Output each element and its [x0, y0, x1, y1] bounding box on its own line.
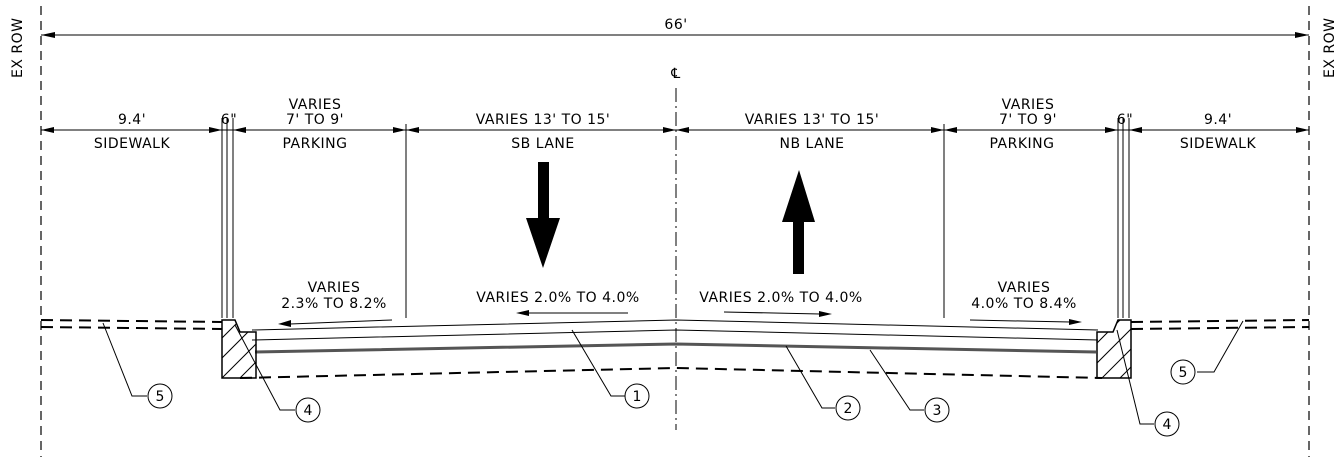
dim-sidewalk-left: 9.4'	[118, 112, 146, 128]
slope-nb-lane: VARIES 2.0% TO 4.0%	[699, 290, 862, 306]
curb-right	[1096, 319, 1132, 379]
dim-parking-right-line2: 7' TO 9'	[999, 112, 1057, 128]
svg-text:4: 4	[1163, 417, 1172, 433]
label-sidewalk-left: SIDEWALK	[94, 136, 171, 152]
svg-text:4: 4	[304, 403, 313, 419]
callout-5-right: 5	[1170, 359, 1196, 385]
callout-leaders	[102, 320, 1244, 425]
slope-parking-right-line2: 4.0% TO 8.4%	[971, 296, 1077, 312]
nb-direction-arrow-icon	[782, 170, 815, 274]
callout-5-left: 5	[147, 383, 173, 409]
slope-parking-left-line2: 2.3% TO 8.2%	[281, 296, 387, 312]
centerline-symbol: ℄	[670, 66, 681, 82]
dim-parking-right-line1: VARIES	[1002, 97, 1055, 113]
section-dimension-line	[41, 118, 1309, 318]
label-sidewalk-right: SIDEWALK	[1180, 136, 1257, 152]
dim-nb-lane: VARIES 13' TO 15'	[745, 112, 880, 128]
slope-parking-right-line1: VARIES	[998, 280, 1051, 296]
dim-curb-right: 6"	[1117, 112, 1133, 128]
row-label-right: EX ROW	[1322, 18, 1338, 78]
callout-2: 2	[835, 395, 861, 421]
dim-parking-left-line1: VARIES	[289, 97, 342, 113]
row-label-left: EX ROW	[10, 18, 26, 78]
svg-text:5: 5	[156, 389, 165, 405]
svg-text:5: 5	[1179, 365, 1188, 381]
svg-text:2: 2	[844, 401, 853, 417]
label-sb-lane: SB LANE	[511, 136, 574, 152]
dim-sidewalk-right: 9.4'	[1204, 112, 1232, 128]
slope-arrows	[278, 310, 1082, 327]
dim-curb-left: 6"	[221, 112, 237, 128]
total-width-label: 66'	[664, 17, 687, 33]
label-nb-lane: NB LANE	[779, 136, 844, 152]
sidewalk-right	[1130, 319, 1310, 330]
callout-1: 1	[624, 383, 650, 409]
callout-3: 3	[924, 397, 950, 423]
dim-sb-lane: VARIES 13' TO 15'	[476, 112, 611, 128]
svg-text:3: 3	[933, 403, 942, 419]
pavement-section	[239, 319, 1103, 379]
total-dim-arrow-left	[41, 32, 55, 38]
callout-4-left: 4	[295, 397, 321, 423]
dim-parking-left-line2: 7' TO 9'	[286, 112, 344, 128]
slope-parking-left-line1: VARIES	[308, 280, 361, 296]
label-parking-left: PARKING	[283, 136, 348, 152]
slope-sb-lane: VARIES 2.0% TO 4.0%	[476, 290, 639, 306]
label-parking-right: PARKING	[990, 136, 1055, 152]
svg-text:1: 1	[633, 389, 642, 405]
sb-direction-arrow-icon	[526, 162, 560, 268]
callout-4-right: 4	[1154, 411, 1180, 437]
total-dim-arrow-right	[1295, 32, 1309, 38]
sidewalk-left	[40, 319, 223, 330]
